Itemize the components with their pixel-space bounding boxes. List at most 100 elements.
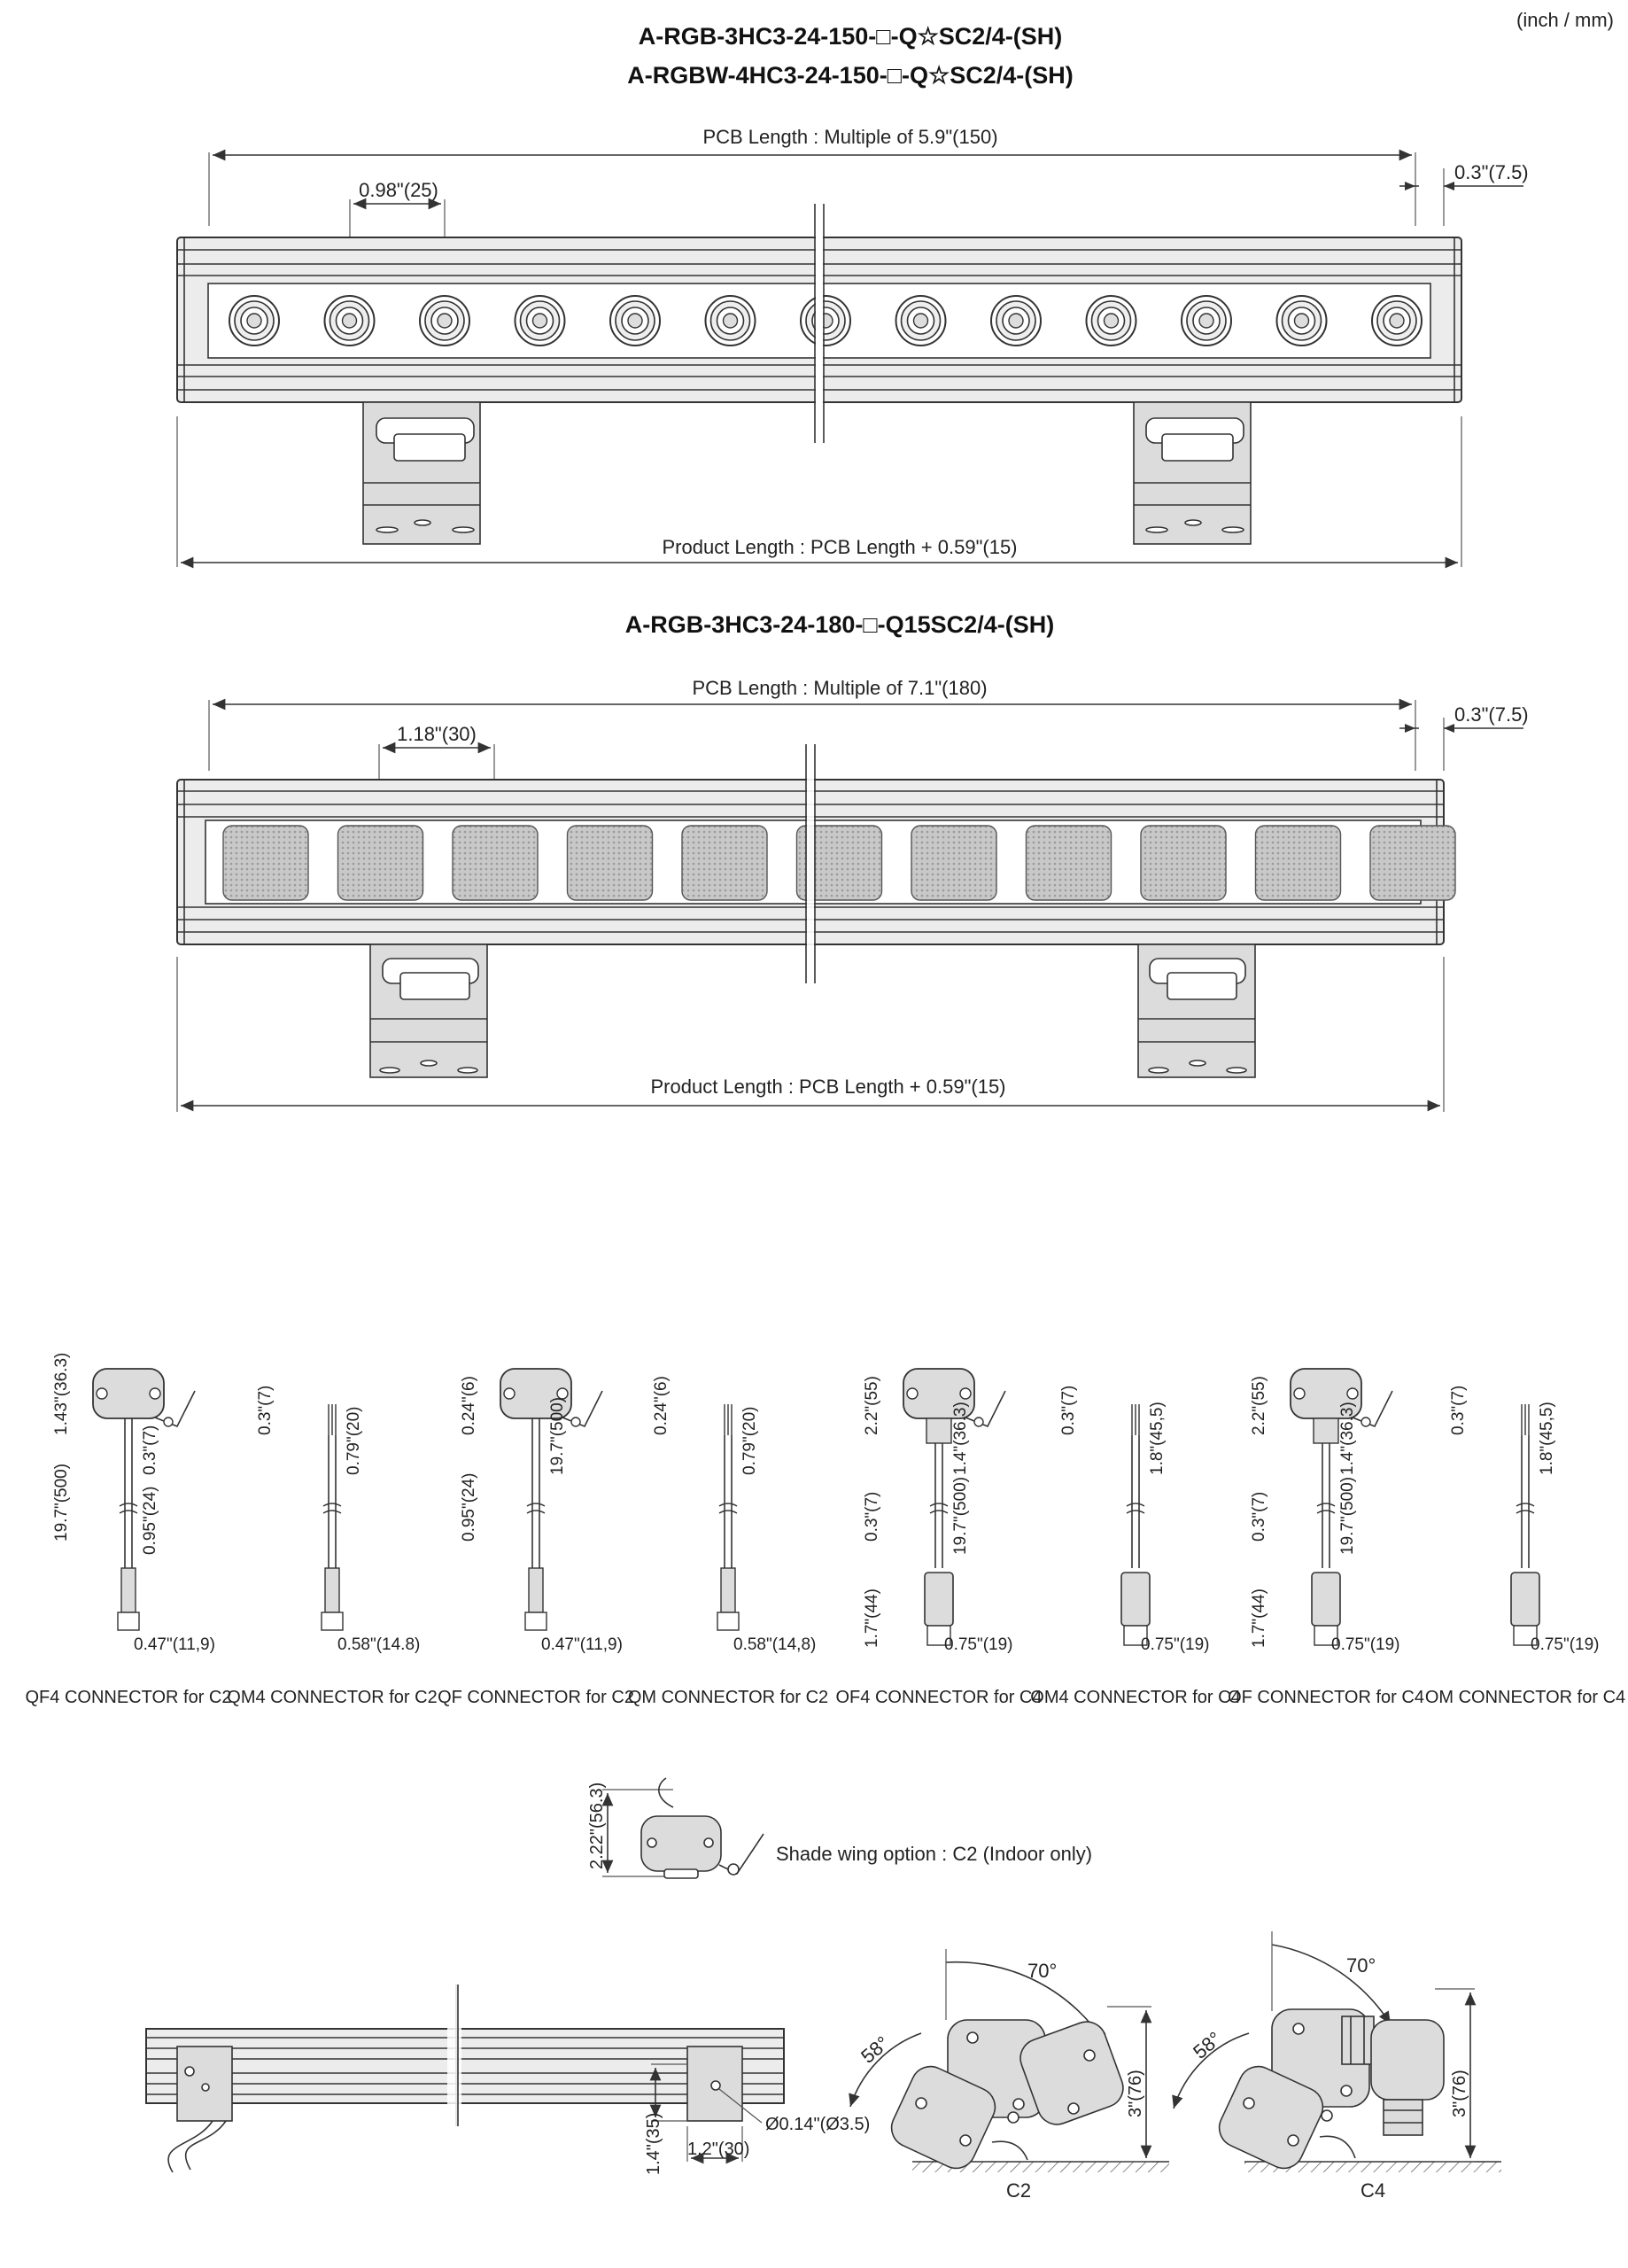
section1-end-offset-label: 0.3"(7.5) — [1454, 161, 1529, 183]
led-optic — [1371, 295, 1423, 346]
lens-panel — [911, 825, 997, 901]
section1-title-line2: A-RGBW-4HC3-24-150-□-Q☆SC2/4-(SH) — [627, 62, 1074, 89]
connector-label: OM CONNECTOR for C4 — [1425, 1688, 1625, 1707]
shade-wing-dimension: 2.22"(56.3) — [587, 1783, 607, 1869]
connector-label: QF4 CONNECTOR for C2 — [26, 1688, 232, 1707]
connector-dimension: 0.47"(11,9) — [134, 1635, 215, 1654]
side-view-hole-label: Ø0.14"(Ø3.5) — [765, 2115, 870, 2134]
connector-dimension: 0.95"(24) — [460, 1472, 478, 1542]
connector-dimension: 1.4"(36.3) — [951, 1402, 970, 1475]
section2-pitch-label: 1.18"(30) — [397, 723, 477, 745]
connector-dimension: 0.47"(11,9) — [541, 1635, 623, 1654]
lens-panel — [1369, 825, 1456, 901]
connector-dimension: 0.75"(19) — [1141, 1635, 1210, 1654]
connector-item: 0.3"(7)1.8"(45,5)0.75"(19)OM CONNECTOR f… — [1425, 1386, 1625, 1707]
side-view-height-label: 1.4"(35) — [644, 2113, 663, 2175]
connector-dimension: 0.3"(7) — [1250, 1492, 1268, 1542]
section2-bracket-left — [369, 944, 488, 1078]
section1-title-line1: A-RGB-3HC3-24-150-□-Q☆SC2/4-(SH) — [639, 23, 1063, 50]
connector-dimension: 0.24"(6) — [652, 1376, 671, 1435]
c4-angle-left: 58° — [1189, 2027, 1226, 2063]
lens-panel — [1254, 825, 1342, 901]
connector-dimension: 0.3"(7) — [863, 1492, 881, 1542]
lens-panel — [222, 825, 309, 901]
section1-pcb-length-label: PCB Length : Multiple of 5.9"(150) — [702, 126, 997, 148]
led-optic — [1181, 295, 1232, 346]
led-optic — [1085, 295, 1137, 346]
shade-wing-label: Shade wing option : C2 (Indoor only) — [776, 1843, 1092, 1865]
connector-dimension: 19.7"(500) — [951, 1477, 970, 1555]
lens-panel — [681, 825, 768, 901]
led-optic — [800, 295, 851, 346]
connector-housing — [500, 1368, 572, 1419]
connector-dimension: 0.58"(14,8) — [733, 1635, 816, 1654]
section2-pcb-length-label: PCB Length : Multiple of 7.1"(180) — [692, 677, 987, 699]
section2-lens-row — [222, 825, 1456, 901]
connector-item: 0.3"(7)0.79"(20)0.58"(14.8)QM4 CONNECTOR… — [227, 1386, 437, 1707]
connector-label: OF CONNECTOR for C4 — [1228, 1688, 1424, 1707]
section1-pitch-label: 0.98"(25) — [359, 179, 438, 201]
side-view-diagram: 1.4"(35) 1.2"(30) Ø0.14"(Ø3.5) — [145, 1984, 870, 2175]
connector-dimension: 2.2"(55) — [863, 1376, 881, 1435]
section1-pitch-dimension: 0.98"(25) — [349, 179, 446, 301]
connector-dimension: 0.3"(7) — [1449, 1386, 1468, 1435]
section2-bracket-right — [1137, 944, 1256, 1078]
c2-height-label: 3"(76) — [1126, 2070, 1145, 2117]
connector-dimension: 2.2"(55) — [1250, 1376, 1268, 1435]
section1-bracket-left — [362, 401, 481, 545]
connector-dimension: 0.3"(7) — [256, 1386, 275, 1435]
connector-item: 1.43"(36.3)0.3"(7)19.7"(500)0.95"(24)0.4… — [26, 1353, 232, 1707]
lens-panel — [452, 825, 539, 901]
connector-item: 0.24"(6)19.7"(500)0.95"(24)0.47"(11,9)QF… — [438, 1368, 634, 1707]
rotation-diagram-c4: 70° 58° 3"(76) C4 — [1172, 1931, 1501, 2202]
led-optic — [229, 295, 280, 346]
connector-label: OM4 CONNECTOR for C4 — [1030, 1688, 1240, 1707]
connector-item: 0.3"(7) 1.8"(45,5) 0.75"(19) OM4 CONNECTOR … — [1030, 1386, 1240, 1707]
section1-product-dimension: Product Length : PCB Length + 0.59"(15) — [176, 416, 1462, 569]
connector-dimension: 1.8"(45,5) — [1148, 1402, 1167, 1475]
lens-panel — [337, 825, 424, 901]
section2-product-length-label: Product Length : PCB Length + 0.59"(15) — [650, 1076, 1005, 1098]
connector-dimension: 19.7"(500) — [1338, 1477, 1357, 1555]
connector-dimension: 1.7"(44) — [863, 1588, 881, 1648]
led-optic — [609, 295, 661, 346]
connector-dimension: 0.75"(19) — [1531, 1635, 1600, 1654]
connector-dimension: 0.75"(19) — [1331, 1635, 1400, 1654]
c4-label: C4 — [1361, 2179, 1385, 2202]
section1-bracket-right — [1133, 401, 1252, 545]
c4-angle-top: 70° — [1346, 1954, 1376, 1977]
lens-panel — [1140, 825, 1227, 901]
connector-label: QM4 CONNECTOR for C2 — [227, 1688, 437, 1707]
connector-dimension: 1.43"(36.3) — [52, 1353, 71, 1435]
connector-dimension: 0.95"(24) — [141, 1486, 159, 1555]
section2-pcb-dimension: PCB Length : Multiple of 7.1"(180) — [208, 677, 1416, 771]
section1-led-row — [229, 295, 1423, 346]
connector-dimension: 0.3"(7) — [1059, 1386, 1078, 1435]
c2-angle-left: 58° — [857, 2031, 894, 2068]
led-optic — [323, 295, 376, 346]
led-optic — [419, 295, 470, 346]
section2-product-dimension: Product Length : PCB Length + 0.59"(15) — [176, 957, 1445, 1112]
connector-dimension: 1.4"(36.3) — [1338, 1402, 1357, 1475]
connector-dimension: 0.24"(6) — [460, 1376, 478, 1435]
c2-angle-top: 70° — [1027, 1960, 1057, 1982]
connector-dimension: 0.75"(19) — [944, 1635, 1013, 1654]
connector-row: 1.43"(36.3) 0.3"(7) 19.7"(500) 0.95"(24) 0.4… — [26, 1353, 1626, 1707]
section2-title: A-RGB-3HC3-24-180-□-Q15SC2/4-(SH) — [625, 611, 1054, 638]
rotation-diagram-c2: 70° 58° 3"(76) C2 — [849, 1949, 1169, 2202]
connector-dimension: 0.58"(14.8) — [337, 1635, 420, 1654]
connector-dimension: 0.79"(20) — [740, 1406, 759, 1475]
connector-housing — [92, 1368, 165, 1419]
section1-product-length-label: Product Length : PCB Length + 0.59"(15) — [662, 536, 1017, 558]
side-view-width-label: 1.2"(30) — [687, 2140, 749, 2159]
section2-end-offset-dimension: 0.3"(7.5) — [1399, 703, 1529, 771]
lens-panel — [1025, 825, 1112, 901]
section2-fixture-body — [176, 779, 1456, 945]
shade-wing-diagram: 2.22"(56.3) Shade wing option : C2 (Indo… — [587, 1777, 1092, 1879]
section1-pcb-dimension: PCB Length : Multiple of 5.9"(150) — [208, 126, 1416, 226]
c2-label: C2 — [1006, 2179, 1031, 2202]
section2-end-offset-label: 0.3"(7.5) — [1454, 703, 1529, 726]
lens-panel — [795, 825, 883, 901]
units-note: (inch / mm) — [1516, 9, 1614, 31]
